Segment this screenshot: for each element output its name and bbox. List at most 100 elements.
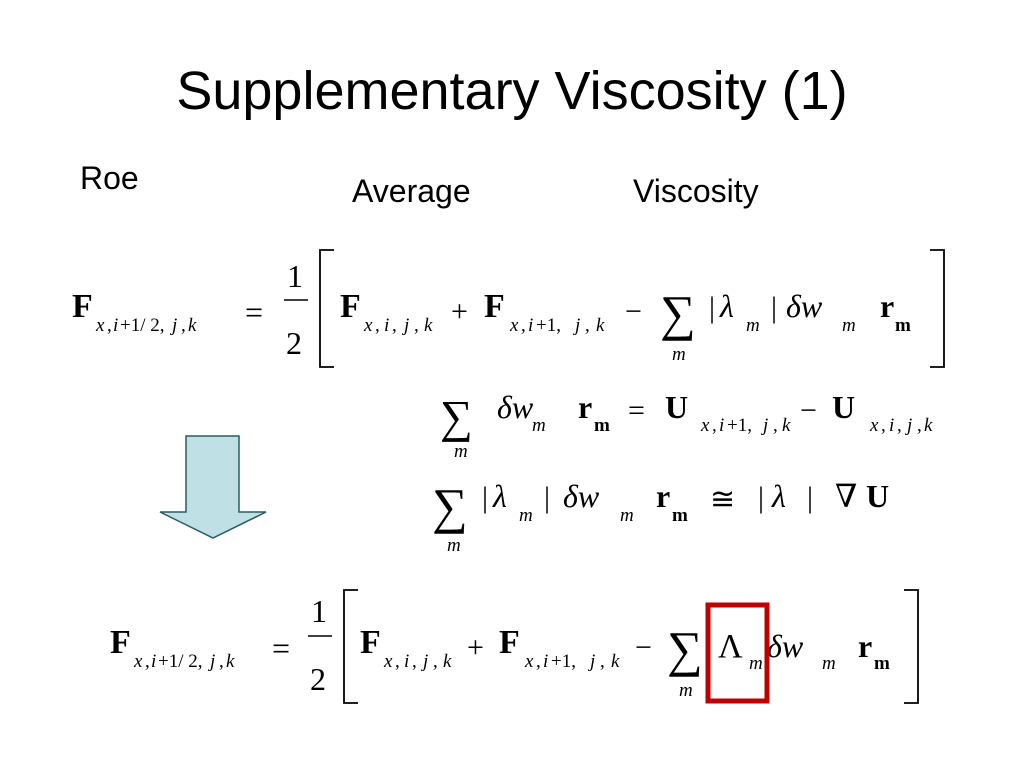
down-arrow-icon [159,435,267,539]
svg-text:,: , [181,315,186,336]
svg-text:m: m [822,653,836,674]
svg-text:,: , [881,415,886,436]
svg-text:−: − [800,394,817,427]
svg-text:∑: ∑ [432,478,468,534]
svg-text:,: , [600,651,605,672]
svg-text:δw: δw [563,478,600,514]
svg-text:r: r [578,389,592,425]
svg-text:x: x [509,315,519,336]
svg-text:=: = [272,630,290,666]
svg-text:k: k [443,651,452,672]
svg-text:λ: λ [771,478,786,514]
svg-text:m: m [746,315,760,336]
svg-text:,: , [773,415,778,436]
average-label: Average [352,173,471,209]
svg-text:−: − [625,295,642,328]
svg-text:≅: ≅ [710,483,735,516]
svg-text:,: , [375,315,380,336]
svg-text:+1/ 2,: +1/ 2, [158,651,203,672]
svg-text:k: k [596,315,605,336]
svg-text:i: i [404,651,409,672]
svg-text:∑: ∑ [660,285,696,341]
svg-text:U: U [866,478,889,514]
svg-text:F: F [499,624,520,661]
svg-text:k: k [424,315,433,336]
svg-text:F: F [340,288,361,325]
svg-text:=: = [628,394,645,427]
svg-text:j: j [169,315,177,336]
svg-text:x: x [95,315,105,336]
svg-text:j: j [420,651,428,672]
svg-text:+1,: +1, [536,315,561,336]
svg-text:+1,: +1, [551,651,576,672]
svg-text:+: + [467,631,484,664]
svg-text:δw: δw [767,628,804,664]
svg-text:∑: ∑ [667,621,703,677]
supplementary-viscosity-equation: F x , i +1/ 2, j , k = 1 2 F x , i , j ,… [110,589,919,704]
svg-text:,: , [585,315,590,336]
svg-text:2: 2 [286,325,302,361]
svg-text:,: , [712,415,717,436]
svg-text:+1,: +1, [727,415,752,436]
svg-text:m: m [895,315,911,336]
svg-text:j: j [904,415,912,436]
svg-text:,: , [395,651,400,672]
svg-text:r: r [880,288,894,324]
svg-text:|: | [709,291,715,324]
svg-text:F: F [484,288,505,325]
svg-text:1: 1 [287,258,303,294]
svg-text:k: k [611,651,620,672]
svg-text:2: 2 [310,661,326,697]
svg-text:|: | [807,481,813,514]
svg-text:j: j [401,315,409,336]
roe-flux-equation: F x , i +1/ 2, j , k = 1 2 F x , i , j ,… [72,249,945,368]
viscosity-label: Viscosity [633,173,759,209]
svg-text:,: , [433,651,438,672]
svg-text:r: r [858,628,872,664]
svg-text:|: | [544,481,550,514]
svg-text:k: k [188,315,197,336]
gradient-approx-equation: ∑ m | λ m | δw m r m ≅ | λ | ∇ U [432,478,889,556]
svg-text:x: x [869,415,879,436]
svg-text:m: m [594,415,610,436]
svg-text:m: m [874,653,890,674]
svg-text:j: j [760,415,768,436]
svg-text:+1/ 2,: +1/ 2, [120,315,165,336]
svg-text:,: , [521,315,526,336]
svg-text:,: , [412,651,417,672]
svg-text:i: i [113,315,118,336]
svg-text:x: x [700,415,710,436]
svg-text:i: i [384,315,389,336]
svg-text:,: , [219,651,224,672]
svg-text:−: − [635,631,652,664]
svg-text:λ: λ [492,478,507,514]
svg-text:,: , [897,415,902,436]
svg-text:m: m [447,535,461,556]
svg-text:,: , [107,315,112,336]
svg-text:x: x [133,651,143,672]
svg-text:,: , [536,651,541,672]
wave-sum-equation: ∑ m δw m r m = U x , i +1, j , k − U x ,… [440,389,933,462]
svg-text:δw: δw [786,288,823,324]
svg-text:,: , [917,415,922,436]
svg-text:i: i [543,651,548,672]
svg-text:m: m [672,505,688,526]
roe-label: Roe [80,160,139,196]
svg-text:k: k [226,651,235,672]
svg-text:k: k [924,415,933,436]
svg-text:m: m [454,441,468,462]
svg-text:x: x [524,651,534,672]
svg-text:,: , [392,315,397,336]
svg-text:+: + [451,295,468,328]
svg-text:,: , [414,315,419,336]
svg-text:∑: ∑ [440,391,473,442]
svg-text:i: i [889,415,894,436]
svg-text:m: m [620,505,634,526]
svg-text:m: m [519,505,533,526]
svg-text:F: F [72,288,93,325]
svg-text:k: k [782,415,791,436]
svg-text:,: , [145,651,150,672]
highlight-box [705,602,770,704]
svg-text:j: j [207,651,215,672]
